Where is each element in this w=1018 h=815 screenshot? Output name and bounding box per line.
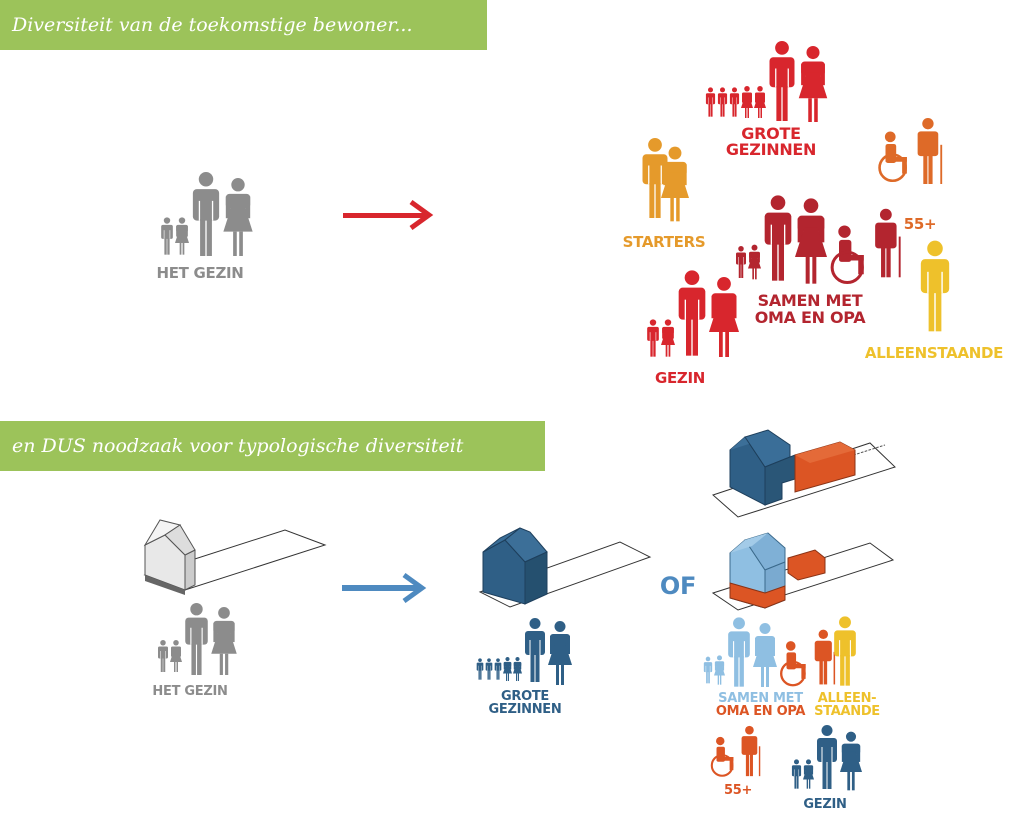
banner-top: Diversiteit van de toekomstige bewoner..… <box>0 0 487 50</box>
child-icon <box>157 637 169 675</box>
alleenstaande-label: ALLEENSTAANDE <box>864 344 1004 362</box>
woman-icon <box>548 621 572 685</box>
man-icon <box>762 190 794 286</box>
wheelchair-icon <box>709 735 739 779</box>
samen-met-oma-en-opa-icon <box>735 190 903 286</box>
gezin-label: GEZIN <box>654 369 706 387</box>
child-girl-icon <box>803 756 814 792</box>
house-option-2 <box>711 532 895 611</box>
child-girl-icon <box>513 653 522 685</box>
of-label: OF <box>659 572 697 600</box>
gezin-label-bottom: GEZIN <box>803 797 847 812</box>
man-icon <box>918 238 952 334</box>
samen-label-line1-bottom: SAMEN MET <box>718 691 803 706</box>
woman-icon <box>223 178 253 256</box>
elder-icon <box>915 118 945 184</box>
wheelchair-icon <box>828 224 872 286</box>
child-girl-icon <box>748 238 761 286</box>
woman-icon <box>709 273 739 361</box>
alleenstaande-icon-bottom <box>832 616 858 686</box>
gezin-icon <box>646 265 739 361</box>
elder-icon <box>873 200 903 286</box>
child-icon <box>476 653 484 685</box>
grote-gezinnen-label: GROTE GEZINNEN <box>725 124 817 159</box>
alleenstaande-icon <box>918 238 952 334</box>
samen-met-oma-en-opa-icon-bottom <box>703 616 837 688</box>
gezin-icon-bottom <box>791 722 862 792</box>
wheelchair-icon <box>876 130 914 184</box>
grote-gezinnen-icon-bottom <box>476 615 572 685</box>
plus55-label-bottom: 55+ <box>723 783 753 798</box>
starters-label: STARTERS <box>622 233 706 251</box>
child-icon <box>729 82 740 122</box>
woman-icon <box>753 622 777 688</box>
man-icon <box>183 603 210 675</box>
man-icon <box>726 616 752 688</box>
alleen-label-line2: STAANDE <box>814 704 880 719</box>
grote-gezinnen-icon <box>705 40 828 122</box>
banner-bottom: en DUS noodzaak voor typologische divers… <box>0 421 545 471</box>
alleen-label-line1: ALLEEN- <box>817 691 877 706</box>
child-girl-icon <box>175 216 189 256</box>
child-girl-icon <box>754 82 766 122</box>
woman-icon <box>798 46 828 122</box>
man-icon <box>815 722 839 792</box>
plus55-icon <box>876 118 945 184</box>
house-sketch-gray <box>143 519 327 595</box>
child-icon <box>646 315 660 361</box>
het-gezin-family-icon-bottom <box>157 603 237 675</box>
plus55-icon-bottom <box>709 723 762 779</box>
child-boy-icon <box>160 216 174 256</box>
starters-icon <box>640 128 689 228</box>
child-icon <box>791 756 802 792</box>
samen-label-line1: SAMEN MET <box>757 291 863 310</box>
house-grote-gezinnen <box>478 527 652 608</box>
woman-icon <box>661 140 689 228</box>
child-icon <box>705 82 716 122</box>
child-girl-icon <box>661 315 675 361</box>
child-girl-icon <box>170 637 182 675</box>
het-gezin-label: HET GEZIN <box>156 264 244 282</box>
woman-icon <box>211 607 237 675</box>
elder-icon <box>740 723 762 779</box>
man-icon <box>832 616 858 686</box>
plus55-label: 55+ <box>903 215 937 233</box>
grote-gezinnen-label-bottom: GROTE GEZINNEN <box>488 689 562 717</box>
woman-icon <box>795 196 827 286</box>
man-icon <box>676 265 708 361</box>
child-icon <box>703 652 713 688</box>
het-gezin-family-icon <box>160 172 253 256</box>
child-icon <box>717 82 728 122</box>
samen-label-line2-bottom: OMA EN OPA <box>715 704 806 719</box>
arrow-right-icon <box>343 200 434 230</box>
wheelchair-icon <box>778 640 812 688</box>
child-girl-icon <box>741 82 753 122</box>
child-icon <box>485 653 493 685</box>
man-icon <box>190 172 222 256</box>
man-icon <box>767 40 797 122</box>
child-girl-icon <box>503 653 512 685</box>
man-icon <box>523 615 547 685</box>
het-gezin-label-bottom: HET GEZIN <box>152 684 228 699</box>
child-icon <box>494 653 502 685</box>
house-option-1 <box>712 429 896 518</box>
child-girl-icon <box>714 652 725 688</box>
samen-label-line2: OMA EN OPA <box>754 308 866 327</box>
arrow-right-icon-blue <box>342 573 427 603</box>
woman-icon <box>840 730 862 792</box>
